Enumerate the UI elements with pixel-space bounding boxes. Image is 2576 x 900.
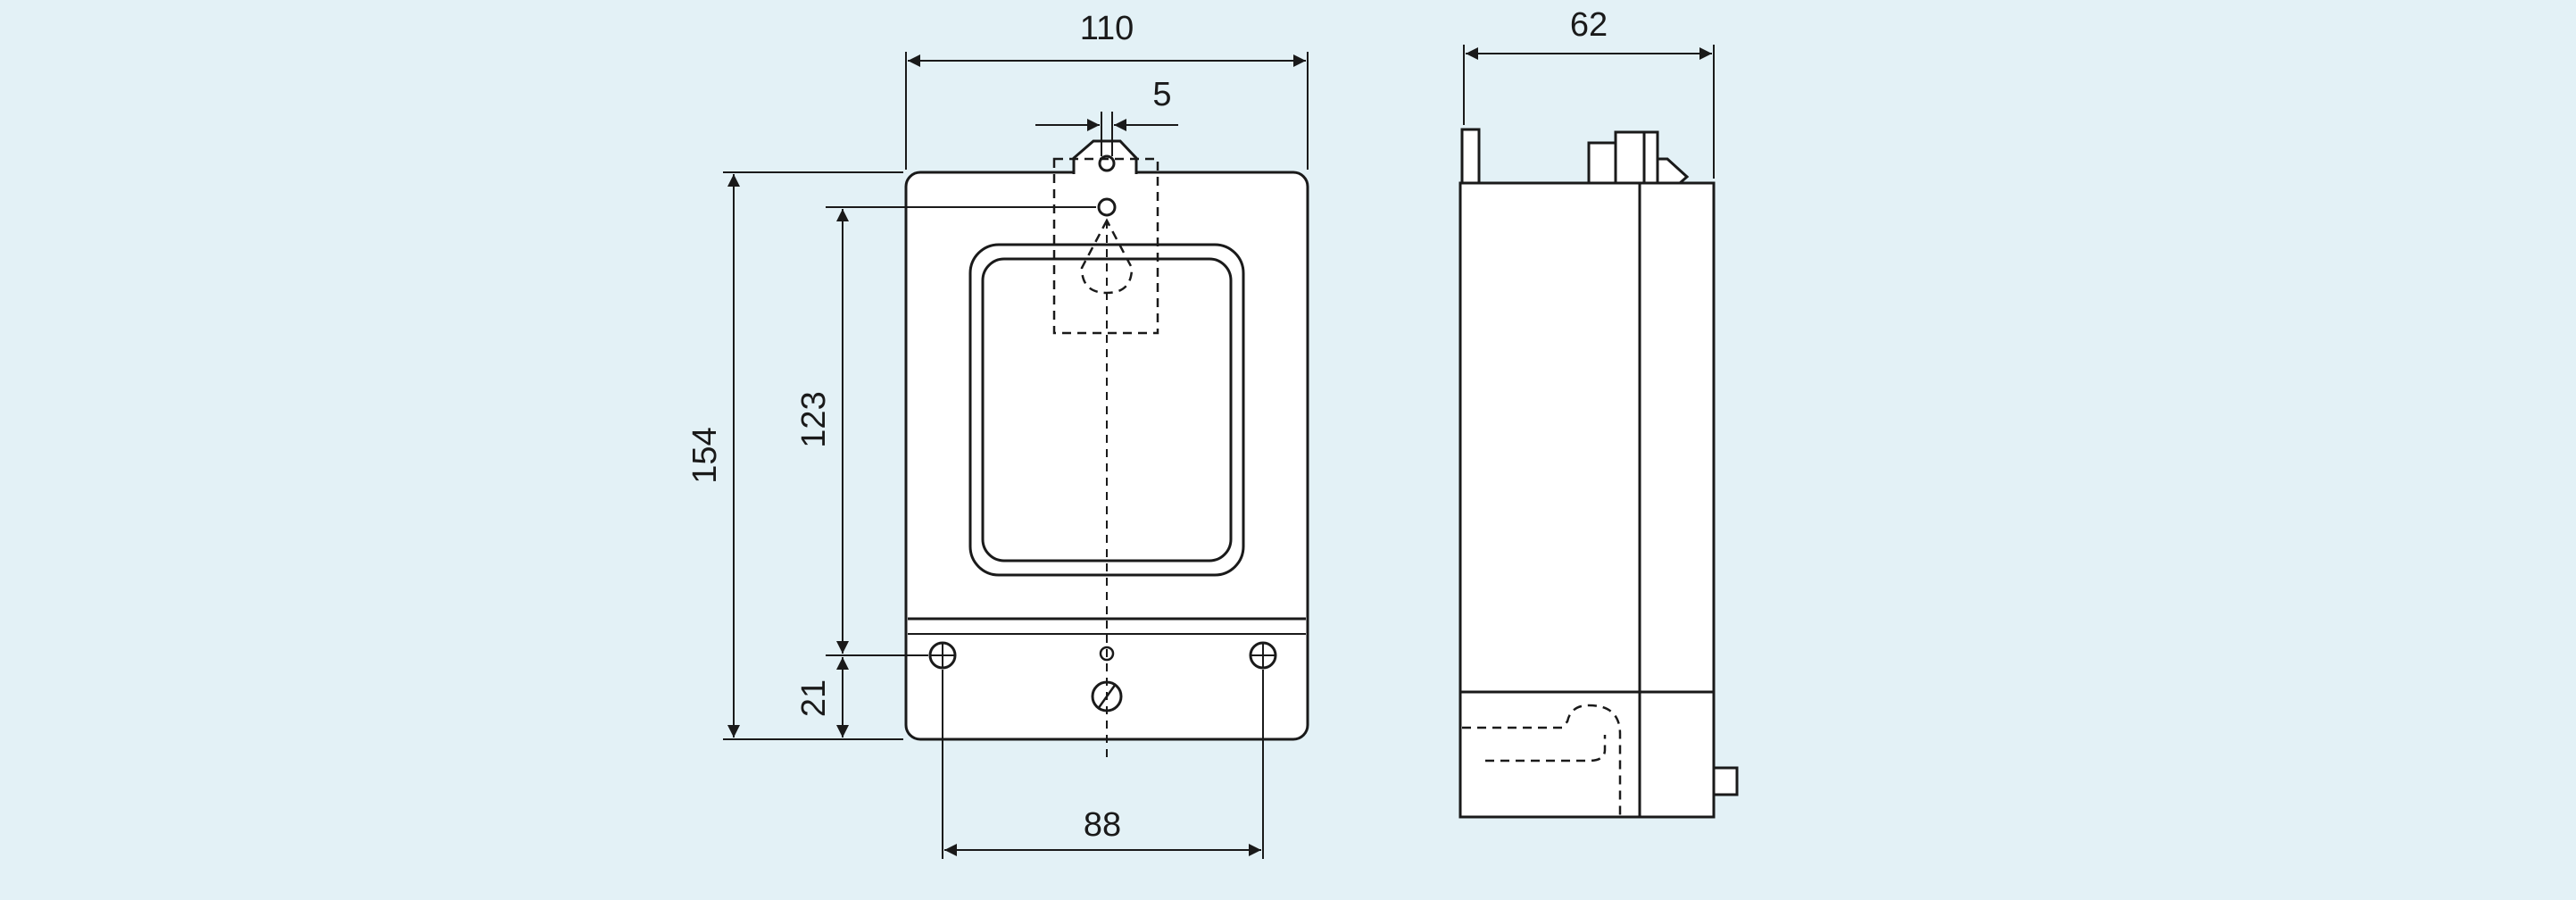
- side-bottom-tab: [1712, 766, 1739, 796]
- dim-label-110: 110: [1080, 10, 1134, 47]
- dim-spacing-88: 88: [942, 670, 1264, 859]
- dim-height-21: 21: [795, 657, 849, 738]
- side-top-block-3: [1642, 130, 1659, 185]
- front-view: 110 5 154 123 21: [686, 10, 1309, 859]
- seal-hole: [1099, 646, 1115, 662]
- dim-hook-5: 5: [1035, 76, 1178, 156]
- side-terminal-dashed: [1462, 704, 1622, 817]
- dim-label-88: 88: [1084, 806, 1121, 844]
- hook-plate-dashed: [1052, 157, 1159, 335]
- dim-label-154: 154: [686, 427, 724, 483]
- dim-width-110: 110: [905, 10, 1309, 170]
- dim-label-5: 5: [1152, 76, 1171, 113]
- dim-depth-62: 62: [1463, 6, 1715, 179]
- seal-screw: [1091, 680, 1123, 712]
- dim-label-62: 62: [1570, 6, 1608, 44]
- dim-label-21: 21: [795, 679, 833, 717]
- side-hanger: [1460, 128, 1481, 185]
- side-top-block-1: [1587, 141, 1617, 185]
- side-top-block-2: [1614, 130, 1646, 185]
- side-body-outline: [1458, 181, 1716, 819]
- display-window-outer: [968, 243, 1245, 577]
- dim-height-123: 123: [795, 206, 1096, 656]
- top-hole: [1097, 197, 1117, 217]
- side-top-tab: [1656, 157, 1690, 185]
- dim-label-123: 123: [795, 391, 833, 447]
- side-view: 62: [1458, 6, 1739, 819]
- display-window-inner: [981, 257, 1233, 562]
- dim-height-154: 154: [686, 171, 903, 740]
- hook-hole: [1098, 154, 1116, 172]
